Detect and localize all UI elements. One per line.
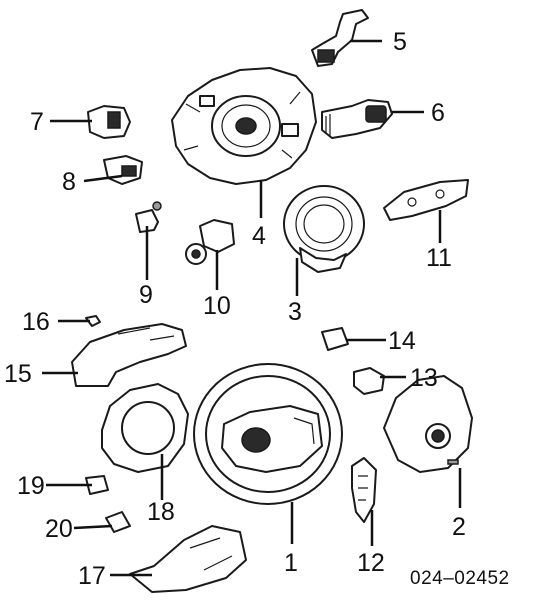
part-12-switch-panel [351, 457, 377, 523]
part-8-button [103, 155, 143, 185]
callout-16: 16 [22, 308, 50, 336]
part-2-airbag-module [383, 375, 473, 473]
part-7-button-module [87, 105, 131, 139]
callout-18: 18 [147, 498, 175, 526]
callout-8: 8 [62, 168, 76, 196]
document-number: 024–02452 [410, 568, 510, 589]
callout-4: 4 [252, 222, 266, 250]
leader-20 [73, 524, 113, 530]
callout-17: 17 [78, 562, 106, 590]
callout-1: 1 [284, 549, 298, 577]
part-15-column-cover-upper [71, 323, 187, 387]
leader-lines [42, 39, 462, 577]
callout-6: 6 [431, 99, 445, 127]
part-5-switch-stalk [311, 9, 369, 67]
part-13-plug [353, 367, 385, 395]
part-3-clock-spring [283, 185, 365, 273]
callout-13: 13 [410, 364, 438, 392]
part-4-airbag-housing [171, 67, 317, 185]
part-6-switch [321, 99, 393, 139]
callout-11: 11 [426, 244, 452, 272]
callout-12: 12 [357, 549, 385, 577]
callout-5: 5 [393, 28, 407, 56]
callout-20: 20 [45, 515, 73, 543]
part-14-connector-block [321, 327, 349, 351]
part-20-cover-plate [105, 511, 131, 533]
part-9-connector [135, 201, 162, 233]
part-11-switch-bracket [383, 179, 469, 221]
part-17-column-cover-lower [129, 525, 247, 593]
part-19-small-switch [85, 475, 109, 495]
callout-9: 9 [139, 281, 153, 309]
callout-14: 14 [388, 327, 416, 355]
leader-8 [83, 174, 123, 183]
callout-7: 7 [30, 108, 44, 136]
callout-10: 10 [203, 292, 231, 320]
callout-labels: 5 6 7 8 4 9 10 3 11 16 15 14 13 18 1 2 1… [4, 28, 466, 590]
part-10-sensor [185, 219, 235, 265]
callout-19: 19 [17, 472, 45, 500]
part-18-horn-ring [101, 383, 189, 473]
callout-3: 3 [288, 298, 302, 326]
callout-2: 2 [452, 513, 466, 541]
callout-15: 15 [4, 360, 32, 388]
part-1-steering-wheel [193, 363, 343, 505]
part-16-clip [85, 315, 101, 327]
